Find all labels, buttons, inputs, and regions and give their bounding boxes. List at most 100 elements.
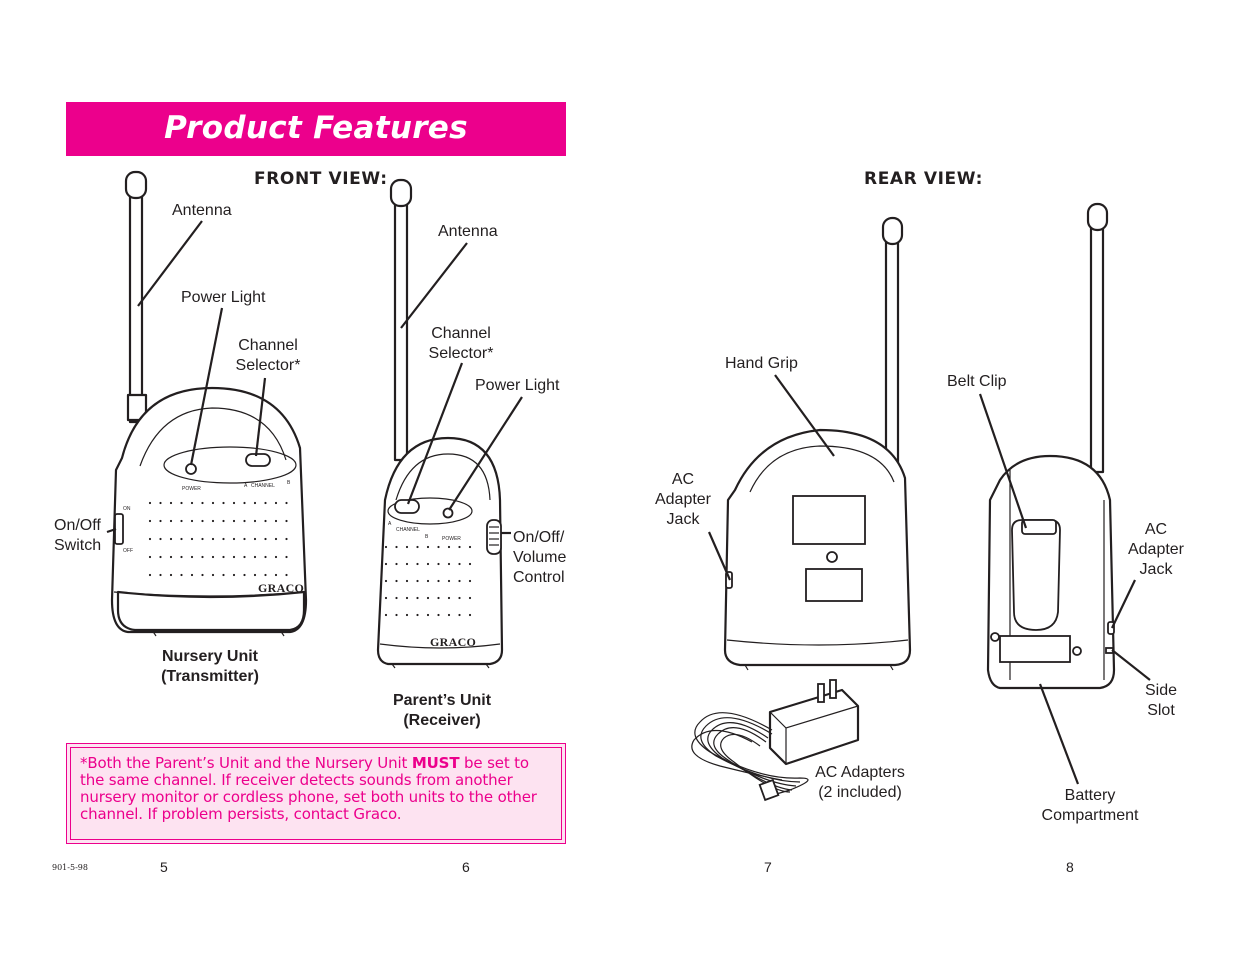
- nursery-antenna-tip: [124, 170, 148, 200]
- grille-dot: [426, 562, 430, 566]
- label-ac-adapter-jack-left: AC Adapter Jack: [654, 471, 712, 528]
- grille-dot: [253, 573, 257, 577]
- grille-dot: [264, 573, 267, 577]
- grille-dot: [211, 555, 215, 559]
- parent-mark-channel: CHANNEL: [396, 527, 420, 533]
- grille-dot: [222, 501, 225, 505]
- grille-dot: [243, 501, 246, 505]
- grille-dot: [416, 596, 419, 600]
- grille-dot: [180, 519, 183, 523]
- grille-dot: [201, 519, 204, 523]
- grille-dot: [384, 545, 388, 549]
- grille-dot: [458, 596, 461, 600]
- grille-dot: [201, 555, 204, 559]
- grille-dot: [274, 501, 278, 505]
- grille-dot: [285, 501, 288, 505]
- grille-dot: [416, 613, 419, 617]
- grille-dot: [169, 519, 173, 523]
- grille-dot: [405, 562, 409, 566]
- grille-dot: [190, 501, 194, 505]
- label-hand-grip: Hand Grip: [725, 355, 798, 372]
- page-title: Product Features: [164, 110, 468, 146]
- rear1-antenna: [884, 234, 900, 478]
- parent-power-mark: POWER: [442, 536, 461, 542]
- rear-view-heading: REAR VIEW:: [864, 169, 983, 189]
- grille-dot: [426, 613, 430, 617]
- grille-dot: [243, 519, 246, 523]
- grille-dot: [264, 501, 267, 505]
- grille-dot: [232, 519, 236, 523]
- grille-dot: [243, 537, 246, 541]
- parent-antenna-tip: [389, 178, 413, 208]
- label-side-slot: Side Slot: [1144, 682, 1178, 719]
- grille-dot: [285, 537, 288, 541]
- grille-dot: [201, 573, 204, 577]
- rear2-antenna-tip: [1086, 202, 1109, 232]
- grille-dot: [468, 579, 472, 583]
- label-ac-adapters: AC Adapters (2 included): [815, 764, 905, 801]
- grille-dot: [285, 555, 288, 559]
- grille-dot: [264, 519, 267, 523]
- grille-dot: [384, 562, 388, 566]
- grille-dot: [180, 501, 183, 505]
- grille-dot: [285, 519, 288, 523]
- grille-dot: [426, 579, 430, 583]
- title-banner: Product Features: [66, 102, 566, 156]
- rear2-belt-clip: [1011, 519, 1061, 631]
- grille-dot: [253, 501, 257, 505]
- note-emphasis: MUST: [411, 754, 460, 772]
- page-number-5: 5: [160, 859, 168, 875]
- label-on-off-switch: On/Off Switch: [54, 517, 102, 554]
- rear1-label-recess: [792, 495, 866, 545]
- grille-dot: [148, 519, 152, 523]
- parent-speaker-grille: [384, 545, 472, 617]
- grille-dot: [180, 555, 183, 559]
- nursery-mark-channel: CHANNEL: [251, 483, 275, 489]
- parent-channel-selector: [394, 499, 420, 514]
- grille-dot: [395, 562, 398, 566]
- document-code: 901-5-98: [52, 863, 88, 872]
- page-number-8: 8: [1066, 859, 1074, 875]
- rear-unit-2-drawing: [986, 202, 1116, 690]
- grille-dot: [169, 501, 173, 505]
- label-antenna-nursery: Antenna: [172, 202, 232, 219]
- adapter-cord: [691, 712, 809, 796]
- parent-power-light: [442, 507, 454, 519]
- grille-dot: [148, 501, 152, 505]
- grille-dot: [416, 562, 419, 566]
- label-power-light-parent: Power Light: [475, 377, 560, 394]
- grille-dot: [222, 537, 225, 541]
- grille-dot: [222, 519, 225, 523]
- grille-dot: [437, 562, 440, 566]
- grille-dot: [169, 555, 173, 559]
- nursery-side-switch: [114, 513, 124, 545]
- grille-dot: [437, 545, 440, 549]
- grille-dot: [395, 596, 398, 600]
- adapter-prong-1: [817, 683, 825, 703]
- front-view-heading: FRONT VIEW:: [254, 169, 388, 189]
- grille-dot: [437, 579, 440, 583]
- grille-dot: [458, 545, 461, 549]
- grille-dot: [468, 562, 472, 566]
- note-text-before: *Both the Parent’s Unit and the Nursery …: [80, 754, 412, 772]
- label-power-light-nursery: Power Light: [181, 289, 266, 306]
- rear2-battery-cover: [999, 635, 1071, 663]
- grille-dot: [253, 555, 257, 559]
- grille-dot: [148, 555, 152, 559]
- nursery-power-mark: POWER: [182, 486, 201, 492]
- adapter-prong-2: [829, 679, 837, 699]
- grille-dot: [395, 613, 398, 617]
- grille-dot: [159, 537, 162, 541]
- grille-dot: [211, 501, 215, 505]
- channel-note-text: *Both the Parent’s Unit and the Nursery …: [70, 747, 562, 840]
- grille-dot: [447, 545, 451, 549]
- label-belt-clip: Belt Clip: [947, 373, 1007, 390]
- grille-dot: [285, 573, 288, 577]
- grille-dot: [437, 596, 440, 600]
- label-channel-selector-nursery: Channel Selector*: [235, 337, 301, 374]
- grille-dot: [243, 555, 246, 559]
- grille-dot: [180, 537, 183, 541]
- nursery-speaker-grille: [148, 501, 288, 577]
- grille-dot: [405, 613, 409, 617]
